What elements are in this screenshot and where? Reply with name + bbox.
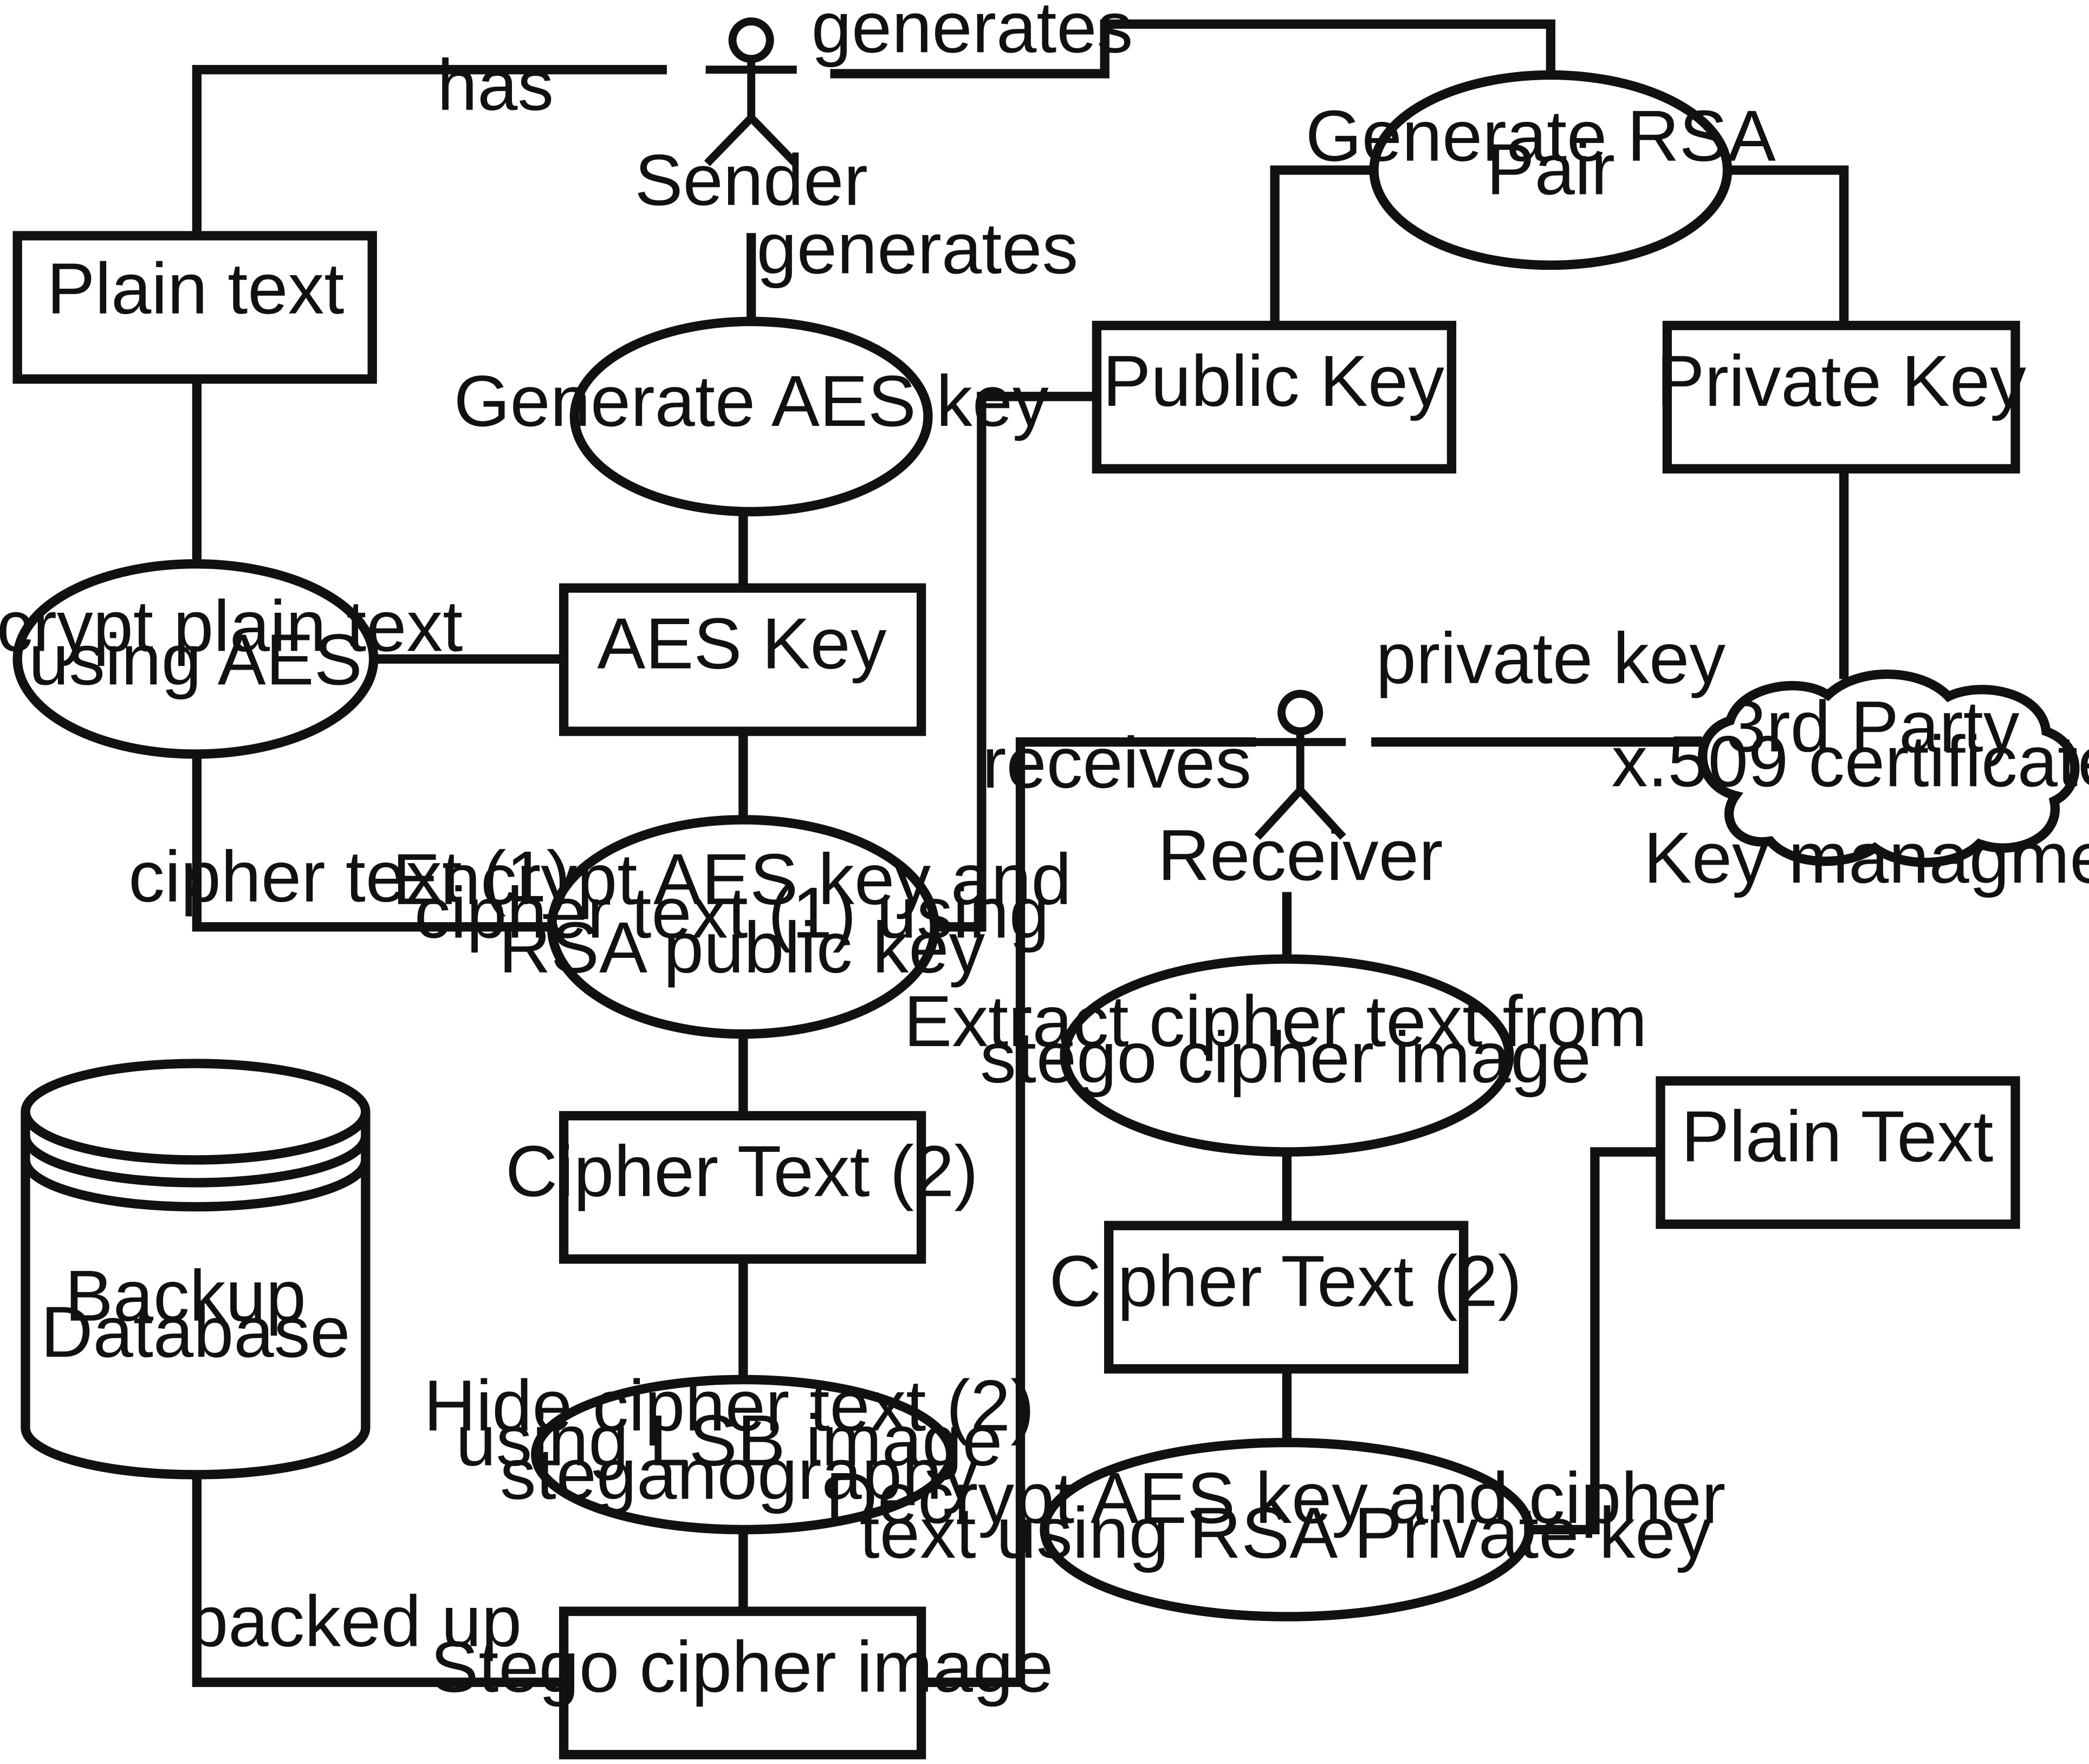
shapes — [12, 70, 2080, 1760]
sender-body-icon — [704, 59, 799, 166]
encrypt-aes-key-ellipse — [547, 815, 939, 1039]
sender-label: Sender — [634, 140, 867, 220]
private-key-label: Private Key — [1656, 341, 2026, 421]
public-key-box — [1092, 321, 1457, 474]
decrypt-aes-key-label: Decrypt AES key and cipher text using RS… — [825, 1458, 1746, 1573]
hide-cipher-text-label: Hide cipher text (2) using LSB image ste… — [424, 1365, 1055, 1514]
extract-cipher-text-ellipse — [1060, 954, 1514, 1157]
edge-stego-to-receiver — [921, 737, 1257, 1687]
receiver-body-icon — [1254, 731, 1346, 840]
hide-cipher-text-ellipse — [531, 1374, 956, 1535]
edge-public-key-to-encrypt-aes — [932, 392, 1097, 932]
plain-text-label: Plain text — [47, 249, 344, 329]
encrypt-plain-text-ellipse — [12, 559, 379, 759]
cipher-text-2-right-box — [1104, 1221, 1469, 1374]
receiver-actor — [1254, 690, 1346, 840]
edges — [192, 19, 1849, 1687]
labels: Sender Receiver Plain text Generate AES … — [0, 0, 2089, 1707]
stego-cipher-image-label: Stego cipher image — [430, 1626, 1053, 1707]
edge-label-private-key: private key — [1376, 618, 1726, 699]
public-key-label: Public Key — [1102, 341, 1444, 421]
plain-text-box — [12, 231, 377, 384]
backup-database-cylinder — [21, 1059, 371, 1480]
cipher-text-2-left-label: Cipher Text (2) — [505, 1131, 978, 1212]
generate-rsa-pair-label: Generate RSA Pair — [1306, 96, 1796, 210]
edge-rsa-to-private-key — [1727, 165, 1849, 324]
edge-stego-backed-up — [192, 1473, 564, 1687]
edge-sender-has-plain-text — [192, 64, 667, 234]
generate-rsa-pair-ellipse — [1369, 70, 1733, 270]
sender-head-icon — [728, 17, 774, 63]
extract-cipher-text-label: Extract cipher text from stego cipher im… — [904, 981, 1667, 1098]
edge-label-generates-top: generates — [812, 0, 1133, 68]
plain-text-output-box — [1656, 1076, 2020, 1229]
decrypt-aes-key-ellipse — [1040, 1437, 1534, 1622]
sender-actor — [704, 17, 799, 166]
encrypt-plain-text-label: Encrypt plain text using AES — [0, 586, 483, 701]
third-party-certs-label: 3rd Party x.509 certificates — [1612, 686, 2089, 802]
backup-database-label: Backup Database — [41, 1256, 350, 1373]
private-key-box — [1662, 321, 2020, 474]
edge-encrypt-plain-cipher-text-1 — [192, 754, 550, 932]
aes-key-box — [559, 583, 926, 736]
aes-key-label: AES Key — [597, 604, 886, 684]
third-party-cloud — [1698, 669, 2080, 867]
edge-label-receives: receives — [982, 723, 1251, 803]
edge-label-generates-mid: generates — [757, 208, 1079, 289]
edge-decrypt-to-plain-text — [1526, 1147, 1659, 1535]
edge-label-key-management: Key managment — [1644, 818, 2089, 898]
plain-text-output-label: Plain Text — [1681, 1096, 1993, 1177]
stego-cipher-image-box — [559, 1606, 926, 1760]
generate-aes-key-label: Generate AES key — [454, 361, 1049, 442]
edge-label-backed-up: backed up — [188, 1581, 522, 1662]
cipher-text-2-left-box — [559, 1111, 926, 1264]
receiver-label: Receiver — [1158, 815, 1443, 896]
edge-sender-generates-rsa-pair — [830, 19, 1555, 79]
edge-label-cipher-text-1: cipher text (1) — [128, 836, 570, 917]
edge-label-has: has — [437, 45, 554, 126]
encrypt-aes-key-label: Encrypt AES key and cipher text (1) usin… — [392, 839, 1092, 988]
generate-aes-key-ellipse — [569, 316, 933, 517]
cipher-text-2-right-label: Cipher Text (2) — [1049, 1241, 1522, 1321]
edge-rsa-to-public-key — [1270, 165, 1374, 324]
receiver-head-icon — [1277, 690, 1324, 736]
